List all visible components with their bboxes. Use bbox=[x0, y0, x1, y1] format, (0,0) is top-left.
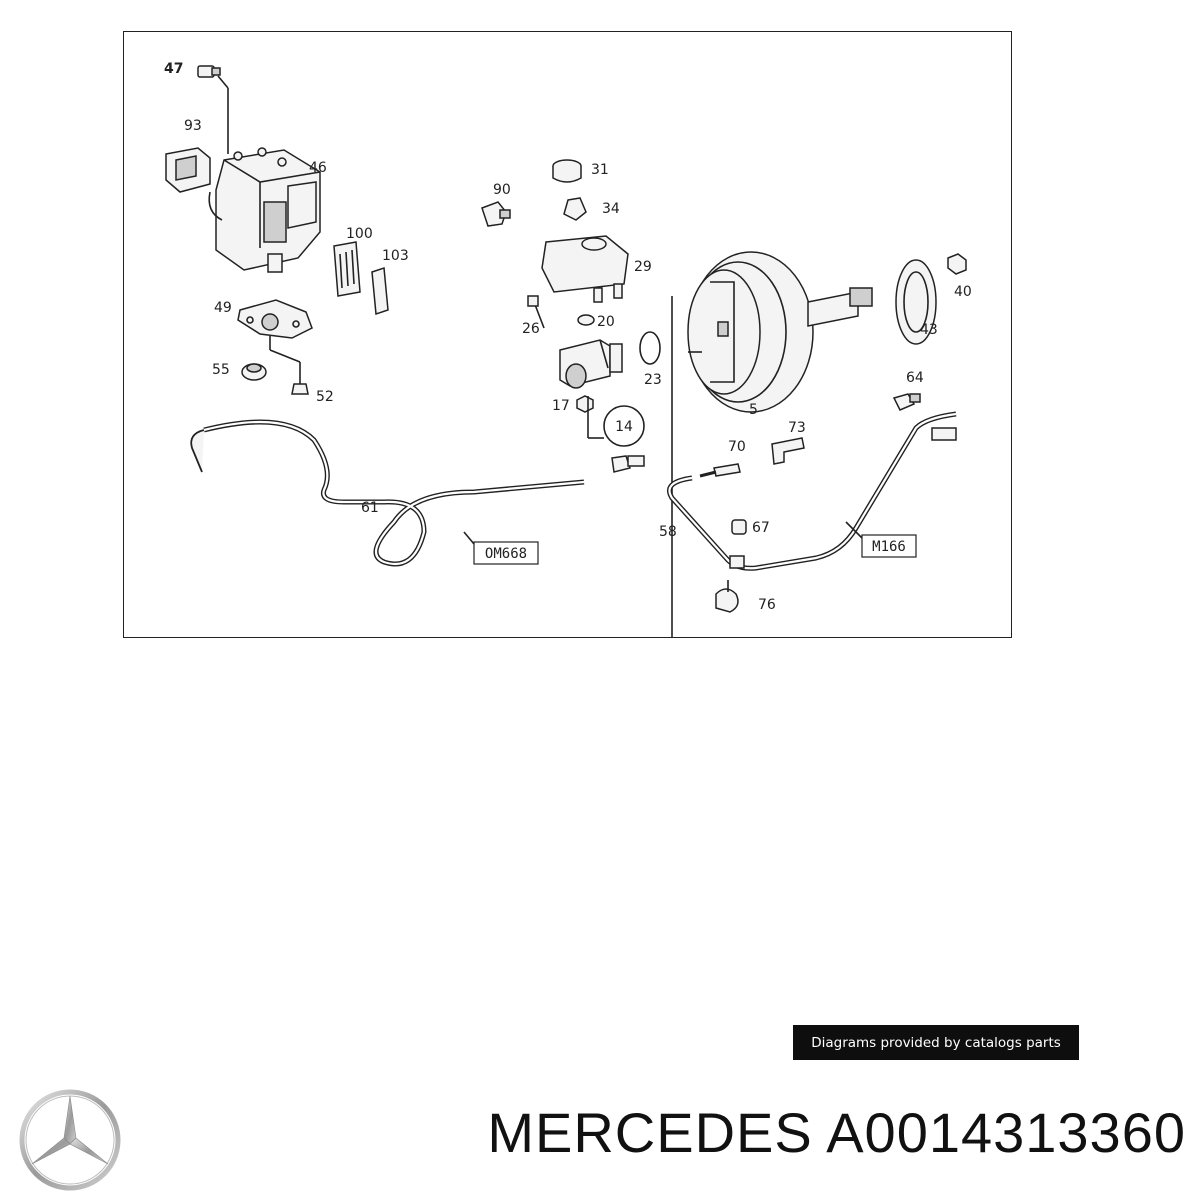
nut-17-part bbox=[576, 395, 594, 413]
callout-73: 73 bbox=[788, 420, 806, 436]
callout-17: 17 bbox=[552, 398, 570, 414]
relay-part bbox=[333, 241, 361, 297]
attribution-banner: Diagrams provided by catalogs parts bbox=[793, 1025, 1079, 1060]
callout-29: 29 bbox=[634, 259, 652, 275]
callout-43: 43 bbox=[920, 322, 938, 338]
reservoir-part bbox=[541, 235, 629, 303]
callout-20: 20 bbox=[597, 314, 615, 330]
engine-code-box-om668 bbox=[473, 541, 539, 565]
nut-40-part bbox=[947, 253, 967, 275]
part-title: MERCEDES A0014313360 bbox=[487, 1101, 1186, 1164]
callout-100: 100 bbox=[346, 226, 373, 242]
abs-sensor-part bbox=[197, 65, 229, 154]
bracket-part bbox=[237, 299, 313, 339]
connector-70-part bbox=[699, 463, 741, 478]
vacuum-line-om668 bbox=[190, 419, 645, 567]
callout-103: 103 bbox=[382, 248, 409, 264]
connector-26-part bbox=[527, 295, 545, 329]
callout-90: 90 bbox=[493, 182, 511, 198]
callout-5: 5 bbox=[749, 402, 758, 418]
connector-plug-part bbox=[165, 147, 211, 193]
abs-hydraulic-unit-part bbox=[208, 147, 321, 273]
o-ring-part bbox=[639, 331, 661, 365]
vacuum-line-m166 bbox=[667, 411, 957, 571]
sensor-90-part bbox=[481, 201, 511, 227]
callout-46: 46 bbox=[309, 160, 327, 176]
callout-circle-14 bbox=[603, 405, 645, 447]
cap-part bbox=[552, 159, 582, 183]
mercedes-star-icon bbox=[19, 1089, 121, 1191]
callout-52: 52 bbox=[316, 389, 334, 405]
callout-34: 34 bbox=[602, 201, 620, 217]
callout-31: 31 bbox=[591, 162, 609, 178]
parts-diagram-panel: OM668 M166 47 93 46 100 103 49 55 52 90 … bbox=[123, 31, 1012, 638]
elbow-73-part bbox=[771, 437, 805, 465]
grommet-part bbox=[241, 363, 267, 381]
callout-70: 70 bbox=[728, 439, 746, 455]
callout-23: 23 bbox=[644, 372, 662, 388]
callout-58: 58 bbox=[659, 524, 677, 540]
brake-booster-part bbox=[671, 251, 873, 637]
callout-76: 76 bbox=[758, 597, 776, 613]
filter-part bbox=[563, 197, 587, 221]
callout-55: 55 bbox=[212, 362, 230, 378]
seal-20-part bbox=[577, 314, 595, 326]
seal-ring-part bbox=[895, 259, 937, 345]
callout-64: 64 bbox=[906, 370, 924, 386]
callout-93: 93 bbox=[184, 118, 202, 134]
check-valve-64-part bbox=[892, 393, 921, 411]
bolt-part bbox=[269, 336, 309, 395]
callout-14: 14 bbox=[615, 419, 633, 435]
engine-code-m166: M166 bbox=[872, 539, 906, 555]
callout-49: 49 bbox=[214, 300, 232, 316]
engine-code-om668: OM668 bbox=[485, 546, 527, 562]
parts-diagram: OM668 M166 47 93 46 100 103 49 55 52 90 … bbox=[164, 61, 972, 637]
fuse-part bbox=[371, 266, 389, 316]
callout-61: 61 bbox=[361, 500, 379, 516]
callout-26: 26 bbox=[522, 321, 540, 337]
clip-76-part bbox=[715, 580, 739, 613]
sleeve-67-part bbox=[731, 519, 747, 535]
callout-47: 47 bbox=[164, 61, 183, 77]
callout-67: 67 bbox=[752, 520, 770, 536]
master-cylinder-part bbox=[559, 339, 623, 389]
callout-40: 40 bbox=[954, 284, 972, 300]
engine-code-box-m166 bbox=[861, 534, 917, 558]
